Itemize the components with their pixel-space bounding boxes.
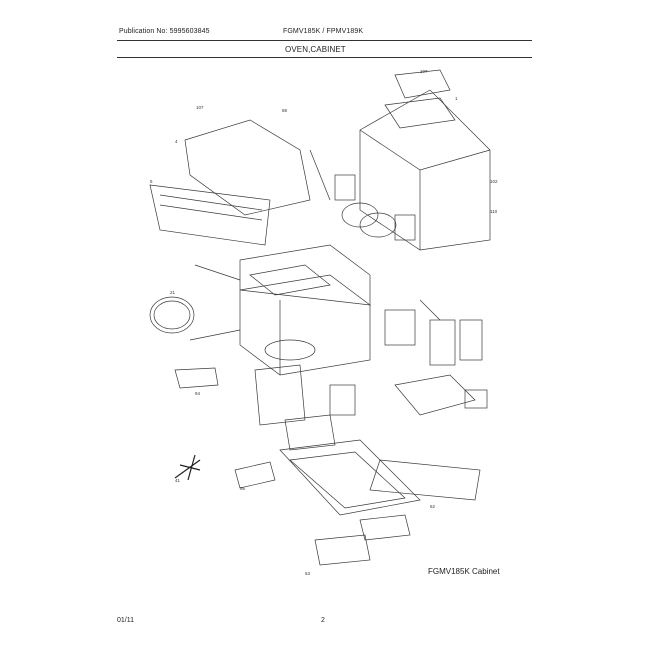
svg-text:5: 5 — [150, 179, 153, 184]
svg-text:95: 95 — [240, 486, 246, 491]
section-title: OVEN,CABINET — [285, 45, 346, 54]
svg-text:21: 21 — [170, 290, 176, 295]
svg-text:1: 1 — [455, 96, 458, 101]
blower-part — [334, 174, 416, 241]
svg-text:107: 107 — [196, 105, 204, 110]
header-rule-bottom — [117, 57, 532, 58]
bracket-part — [234, 461, 276, 489]
svg-text:41: 41 — [175, 478, 181, 483]
turntable-ring-part — [149, 296, 195, 334]
footer-date: 01/11 — [117, 617, 134, 624]
svg-text:94: 94 — [195, 391, 201, 396]
base-plate-part — [279, 439, 421, 516]
svg-text:62: 62 — [430, 504, 436, 509]
top-vent-part — [384, 69, 456, 129]
header-rule-top — [117, 40, 532, 41]
svg-text:107: 107 — [420, 69, 428, 74]
diagram-caption: FGMV185K Cabinet — [428, 567, 500, 576]
model-numbers: FGMV185K / FPMV189K — [283, 28, 364, 35]
callout-labels: 107 1 107 88 4 5 21 94 41 95 62 102 110 … — [150, 69, 498, 576]
page-number: 2 — [321, 617, 325, 624]
svg-text:4: 4 — [175, 139, 178, 144]
bottom-rail-part — [369, 459, 481, 501]
svg-text:102: 102 — [490, 179, 498, 184]
svg-text:53: 53 — [305, 571, 311, 576]
svg-text:88: 88 — [282, 108, 288, 113]
svg-text:110: 110 — [490, 209, 498, 214]
control-panel-part — [149, 119, 311, 246]
magnetron-part — [394, 374, 488, 416]
door-switch-part — [384, 309, 483, 366]
roller-star-part — [174, 454, 201, 481]
plate-part — [174, 367, 219, 389]
outer-case-part — [359, 89, 491, 251]
publication-number: Publication No: 5995603845 — [119, 28, 210, 35]
oven-cavity-part — [239, 244, 372, 376]
lower-components-part — [254, 364, 356, 451]
